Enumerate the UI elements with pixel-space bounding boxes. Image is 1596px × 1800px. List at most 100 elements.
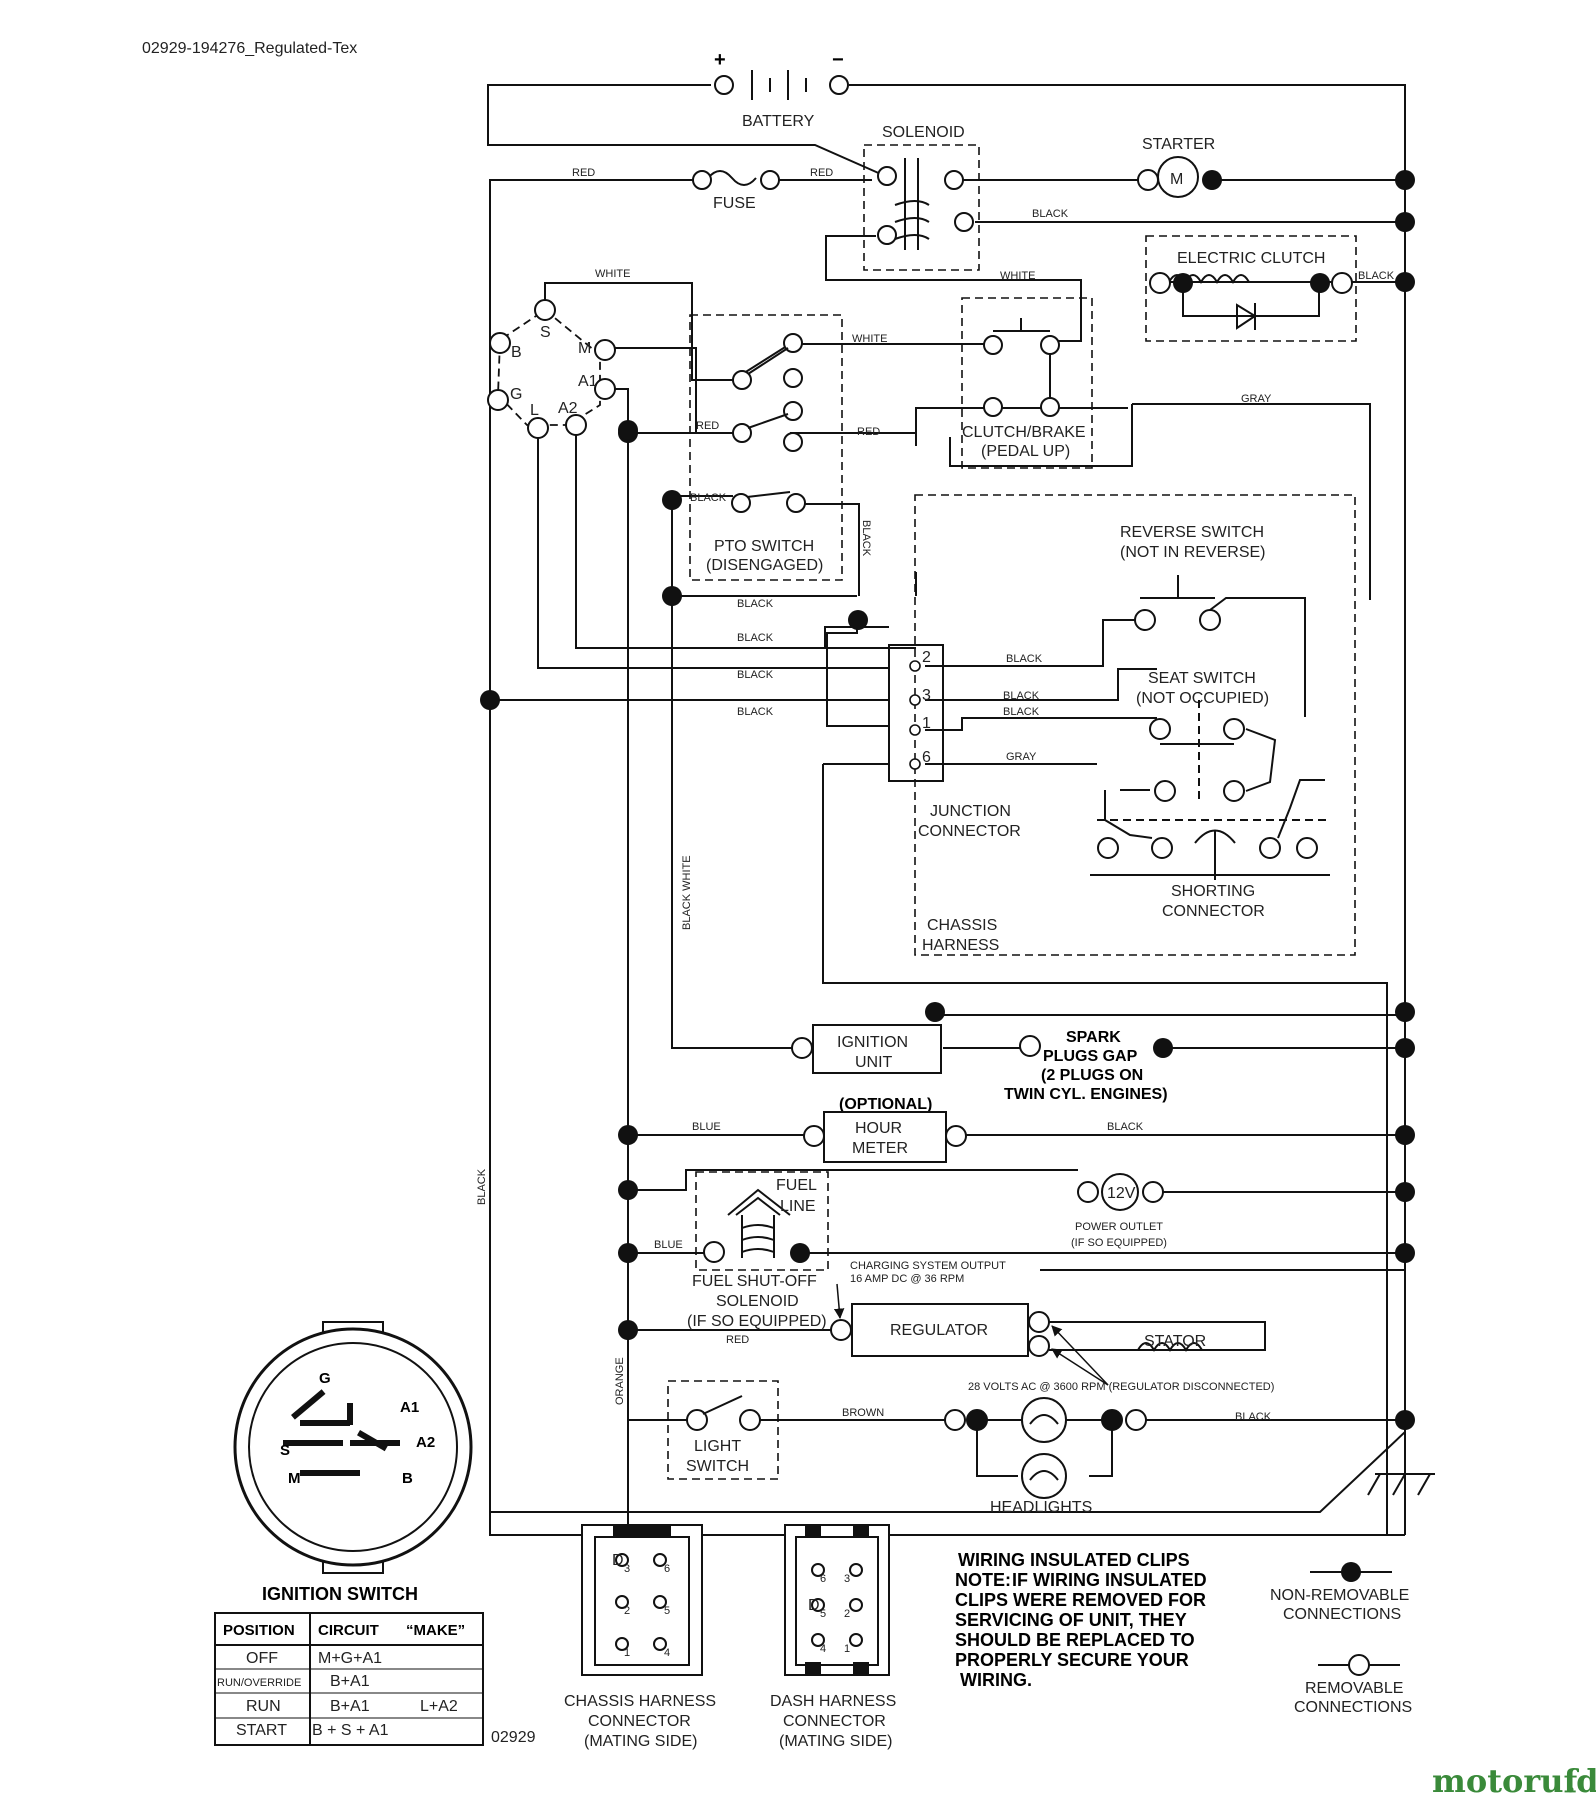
wire-label-red: RED	[726, 1334, 749, 1346]
face-label-a2: A2	[416, 1434, 435, 1451]
legend-removable-icon	[1318, 1654, 1400, 1676]
table-cell-position: RUN/OVERRIDE	[217, 1677, 301, 1689]
fuel-solenoid-icon	[727, 1188, 791, 1258]
battery-minus-icon: −	[832, 49, 844, 71]
fuel-solenoid-label-3: (IF SO EQUIPPED)	[687, 1313, 827, 1330]
chassis-connector-pin: 4	[664, 1647, 670, 1659]
wire-label-gray: GRAY	[1241, 393, 1272, 405]
dash-connector-label-2: CONNECTOR	[783, 1713, 886, 1730]
face-label-a1: A1	[400, 1399, 419, 1416]
chassis-connector-pin: 2	[624, 1605, 630, 1617]
ignition-unit-label-2: UNIT	[855, 1054, 893, 1071]
junction-pin-6: 6	[922, 749, 931, 766]
table-cell-circuit: B+A1	[330, 1673, 370, 1690]
hour-meter-box	[823, 1111, 947, 1163]
wire-label-black: BLACK	[1003, 690, 1040, 702]
terminal-label-b: B	[511, 344, 522, 361]
dash-connector-pin: 5	[820, 1608, 826, 1620]
legend-non-removable-label-1: NON-REMOVABLE	[1270, 1587, 1409, 1604]
starter-motor-letter: M	[1170, 171, 1183, 188]
face-label-s: S	[280, 1442, 290, 1459]
charging-output-label-2: 16 AMP DC @ 36 RPM	[850, 1273, 964, 1285]
note-title: WIRING INSULATED CLIPS	[958, 1550, 1190, 1570]
wire-label-brown: BROWN	[842, 1407, 884, 1419]
headlights-symbol	[944, 1397, 1147, 1499]
dash-connector-pin: 6	[820, 1573, 826, 1585]
fuse-terminal	[692, 170, 712, 190]
power-outlet-label-2: (IF SO EQUIPPED)	[1071, 1237, 1167, 1249]
legend-removable-label-2: CONNECTIONS	[1294, 1699, 1412, 1716]
chassis-connector-pin: 5	[664, 1605, 670, 1617]
terminal-label-m: M	[578, 340, 591, 357]
starter-ground-dot	[1202, 170, 1222, 190]
power-outlet-voltage: 12V	[1107, 1185, 1136, 1202]
junction-pin-2: 2	[922, 649, 931, 666]
wire-label-black: BLACK	[476, 1168, 488, 1205]
table-header-position: POSITION	[223, 1622, 295, 1639]
wire-label-black: BLACK	[1003, 706, 1040, 718]
fuse-terminal	[760, 170, 780, 190]
shorting-connector-symbol	[1090, 779, 1330, 880]
junction-connector-label-2: CONNECTOR	[918, 823, 1021, 840]
optional-label: (OPTIONAL)	[839, 1096, 932, 1113]
note-lead: NOTE:	[955, 1570, 1011, 1590]
junction-dots	[480, 170, 1415, 1430]
watermark-text: motoruf	[1432, 1762, 1579, 1800]
table-cell-circuit: B+A1	[330, 1698, 370, 1715]
spark-plugs-label-4: TWIN CYL. ENGINES)	[1004, 1086, 1168, 1103]
chassis-connector-pin: 6	[664, 1563, 670, 1575]
solenoid-box	[863, 144, 980, 271]
fuel-solenoid-label-2: SOLENOID	[716, 1293, 799, 1310]
note-line: CLIPS WERE REMOVED FOR	[955, 1590, 1206, 1610]
solenoid-symbol	[877, 158, 974, 250]
pto-switch-label-2: (DISENGAGED)	[706, 557, 823, 574]
chassis-connector-letter: D	[612, 1552, 624, 1569]
table-header-circuit: CIRCUIT	[318, 1622, 379, 1639]
fuse-label: FUSE	[713, 195, 756, 212]
battery-plus-icon: +	[714, 49, 726, 71]
clutch-brake-label-2: (PEDAL UP)	[981, 443, 1070, 460]
table-cell-position: START	[236, 1722, 287, 1739]
ignition-table	[214, 1612, 484, 1746]
note-line: IF WIRING INSULATED	[1012, 1570, 1207, 1590]
reverse-switch-label-1: REVERSE SWITCH	[1120, 524, 1264, 541]
ignition-unit-label-1: IGNITION	[837, 1034, 908, 1051]
electric-clutch-box	[1145, 235, 1357, 342]
wire-label-black: BLACK	[1107, 1121, 1144, 1133]
wire-label-white: WHITE	[1000, 270, 1035, 282]
fuel-solenoid-label-1: FUEL SHUT-OFF	[692, 1273, 817, 1290]
wire-label-white: WHITE	[595, 268, 630, 280]
dash-connector-letter: D	[808, 1597, 820, 1614]
reverse-switch-contacts	[1134, 575, 1306, 717]
chassis-connector-label-1: CHASSIS HARNESS	[564, 1693, 716, 1710]
pto-switch-contacts	[731, 333, 806, 513]
page-code: 02929	[491, 1729, 536, 1746]
terminal-label-l: L	[530, 402, 539, 419]
terminal-label-a1: A1	[578, 373, 598, 390]
note-line: WIRING.	[960, 1670, 1032, 1690]
wire-label-red: RED	[810, 167, 833, 179]
stator-voltage-label: 28 VOLTS AC @ 3600 RPM (REGULATOR DISCON…	[968, 1381, 1274, 1393]
chassis-harness-label-2: HARNESS	[922, 937, 999, 954]
wire-label-black: BLACK	[860, 520, 872, 557]
wire-label-black: BLACK	[737, 598, 774, 610]
chassis-harness-connector-icon	[581, 1524, 703, 1676]
junction-pin-1: 1	[922, 715, 931, 732]
chassis-connector-label-3: (MATING SIDE)	[584, 1733, 697, 1750]
battery-symbol: + −	[714, 49, 849, 100]
table-cell-circuit: M+G+A1	[318, 1650, 382, 1667]
reverse-switch-label-2: (NOT IN REVERSE)	[1120, 544, 1266, 561]
wire-label-black-white: BLACK WHITE	[681, 855, 693, 930]
battery-label: BATTERY	[742, 113, 815, 130]
hour-meter-label-2: METER	[852, 1140, 908, 1157]
dash-connector-pin: 2	[844, 1608, 850, 1620]
legend-non-removable-label-2: CONNECTIONS	[1283, 1606, 1401, 1623]
wire-label-black: BLACK	[1358, 270, 1395, 282]
wire-label-black: BLACK	[1006, 653, 1043, 665]
chassis-connector-pin: 1	[624, 1647, 630, 1659]
wire-label-black: BLACK	[690, 492, 727, 504]
dash-harness-connector-icon	[784, 1524, 890, 1676]
wire-label-red: RED	[857, 426, 880, 438]
clutch-brake-label-1: CLUTCH/BRAKE	[962, 424, 1086, 441]
